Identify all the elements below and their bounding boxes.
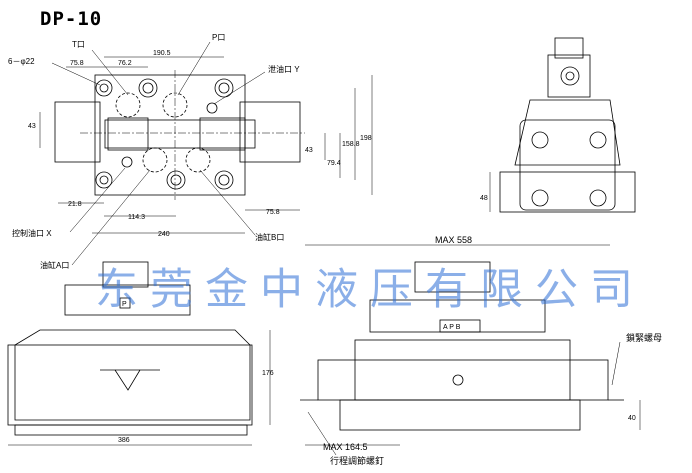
- side-hole: [531, 131, 549, 149]
- side-hole: [531, 189, 549, 207]
- mount-hole-inner: [99, 83, 109, 93]
- fl-base: [14, 424, 248, 436]
- dim-text: 198: [360, 135, 372, 142]
- dim-text: 21.8: [68, 201, 82, 208]
- adjust-screw-label: 行程調節螺釘: [330, 455, 384, 466]
- b-port-label: 油缸B口: [255, 232, 284, 242]
- dim-text: 240: [158, 231, 170, 238]
- model-title: DP-10: [40, 8, 103, 30]
- apb-label: A P B: [443, 324, 461, 331]
- p-port-circle: [162, 92, 188, 118]
- leader: [69, 167, 126, 233]
- max164-label: MAX 164.5: [323, 442, 368, 452]
- fl-solenoid: [64, 284, 191, 316]
- fl-body: [14, 329, 251, 421]
- side-solenoid: [547, 54, 591, 98]
- side-top-cap: [554, 37, 584, 59]
- fl-p-box: [119, 297, 131, 309]
- dim-text: 79.4: [327, 160, 341, 167]
- mount-hole: [214, 78, 234, 98]
- x-port-circle: [121, 156, 133, 168]
- fl-groove-v: [114, 369, 141, 391]
- dim-text: 43: [305, 147, 313, 154]
- fr-top-cap: [414, 261, 491, 293]
- side-view: 48: [480, 37, 636, 213]
- leader: [611, 341, 621, 386]
- b-port-circle: [185, 147, 211, 173]
- pilot-port-label: 控制油口 X: [12, 228, 52, 238]
- side-hole: [589, 131, 607, 149]
- dim-text: 40: [628, 415, 636, 422]
- fr-body: [354, 339, 571, 401]
- leader: [177, 41, 211, 96]
- side-hole: [589, 189, 607, 207]
- side-base: [499, 171, 636, 213]
- leader: [213, 71, 266, 105]
- fl-p-mark: P: [122, 301, 127, 308]
- dim-text: 43: [28, 123, 36, 130]
- mount-hole-inner: [142, 82, 154, 94]
- side-solenoid-knob: [560, 66, 580, 86]
- p-port-label: P口: [212, 33, 225, 42]
- top-right-ear: [239, 101, 301, 163]
- top-solenoid-left: [107, 117, 149, 151]
- dim-text: 176: [262, 370, 274, 377]
- leader: [71, 169, 151, 266]
- mount-hole-inner: [99, 175, 109, 185]
- side-body: [519, 119, 616, 211]
- front-right-view: MAX 558 A P B MAX 164.5 40 鎖緊螺母 行程調節螺釘: [300, 235, 662, 466]
- mount-hole-inner: [218, 174, 230, 186]
- top-solenoid-body: [104, 119, 256, 149]
- fr-base: [339, 399, 581, 431]
- mount-hole: [138, 78, 158, 98]
- fl-top-cap: [102, 261, 149, 288]
- lock-nut-label: 鎖緊螺母: [626, 332, 662, 343]
- mount-hole: [214, 170, 234, 190]
- mount-hole-inner: [170, 174, 182, 186]
- top-view: 6－φ22 T口 P口 泄油口 Y 控制油口 X 油缸A口 油缸B口 75.8 …: [8, 33, 373, 270]
- dim-text: 48: [480, 195, 488, 202]
- dim-text: 114.3: [128, 214, 145, 221]
- fr-apb-box: [439, 319, 481, 333]
- fr-center-plug: [452, 374, 464, 386]
- drain-port-label: 泄油口 Y: [268, 64, 300, 74]
- y-port-circle: [206, 102, 218, 114]
- hole-label: 6－φ22: [8, 57, 35, 66]
- dim-text: 76.2: [118, 60, 132, 67]
- leader: [51, 62, 101, 86]
- leader: [199, 169, 256, 236]
- front-left-view: P 176 386: [7, 261, 274, 446]
- a-port-label: 油缸A口: [40, 260, 69, 270]
- dim-text: 190.5: [153, 50, 171, 57]
- side-body-upper: [514, 99, 621, 166]
- mount-hole-inner: [218, 82, 230, 94]
- side-solenoid-knob-inner: [565, 71, 575, 81]
- fl-body-outline: [7, 344, 253, 426]
- top-left-ear: [54, 101, 101, 163]
- max558-label: MAX 558: [435, 235, 472, 245]
- dim-text: 386: [118, 437, 130, 444]
- top-solenoid-right: [199, 117, 246, 151]
- watermark: 东莞金中液压有限公司: [95, 265, 645, 315]
- a-port-circle: [142, 147, 168, 173]
- dim-text: 158.8: [342, 141, 360, 148]
- dim-text: 75.8: [70, 60, 84, 67]
- t-port-circle: [115, 92, 141, 118]
- leader: [91, 49, 129, 96]
- mount-hole: [95, 79, 113, 97]
- dim-text: 75.8: [266, 209, 280, 216]
- mount-hole: [95, 171, 113, 189]
- mount-hole: [166, 170, 186, 190]
- leader: [307, 411, 337, 456]
- t-port-label: T口: [72, 40, 85, 49]
